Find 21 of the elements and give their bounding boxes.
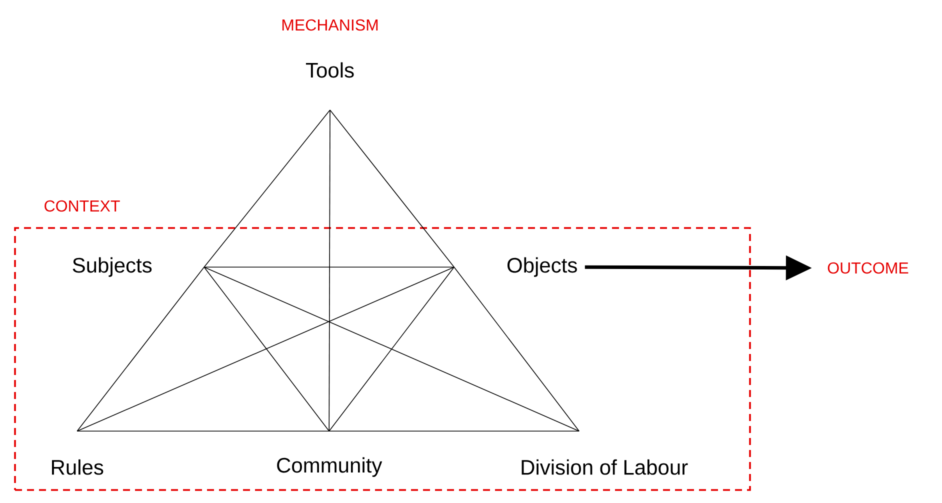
line: [204, 266, 580, 432]
line: [204, 110, 330, 268]
line: [330, 110, 454, 268]
vertex-label: Rules: [52, 459, 104, 475]
vertex-label: Tools: [306, 62, 354, 78]
heading-label: MECHANISM: [282, 19, 378, 31]
line: [328, 110, 330, 432]
vertex-label: Community: [277, 457, 382, 477]
line: [204, 266, 330, 432]
node-label: CONTEXT: [44, 200, 120, 212]
line: [454, 266, 580, 432]
line: [76, 266, 205, 432]
outcome-label: OUTCOME: [828, 262, 908, 274]
line: [328, 430, 580, 432]
line: [328, 266, 454, 432]
vertex-label: Objects: [508, 257, 577, 277]
vertex-label: Division of Labour: [522, 459, 688, 475]
line: [76, 266, 454, 432]
vertex-label: Subjects: [72, 257, 152, 277]
line: [76, 430, 330, 432]
line: [204, 266, 454, 268]
